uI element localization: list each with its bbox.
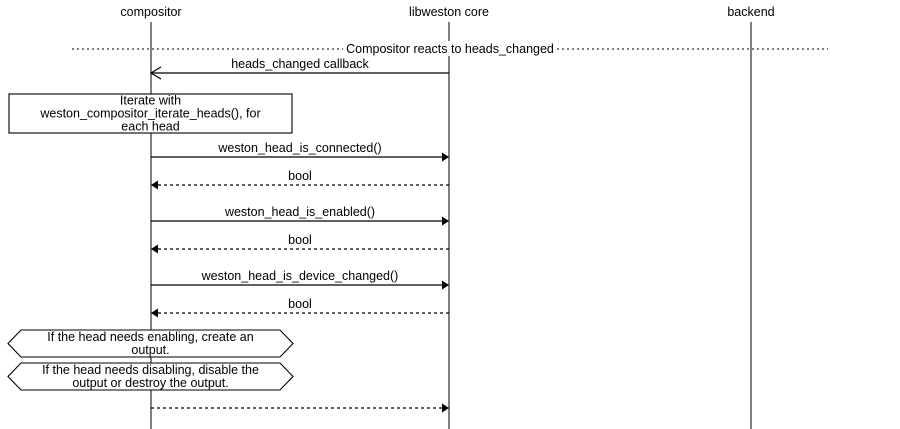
message-bool-return-enabled: bool <box>151 233 449 254</box>
message-label-weston-head-is-enabled: weston_head_is_enabled() <box>224 205 375 219</box>
participant-label-backend: backend <box>727 5 774 19</box>
notes-layer: Iterate withweston_compositor_iterate_he… <box>7 93 294 391</box>
message-label-heads-changed-callback: heads_changed callback <box>231 57 369 71</box>
message-label-bool-return-device-changed: bool <box>288 297 312 311</box>
message-label-bool-return-enabled: bool <box>288 233 312 247</box>
messages-layer: heads_changed callback weston_head_is_con… <box>149 57 449 413</box>
message-arrowhead-heads-changed-callback <box>149 66 162 80</box>
message-arrowhead-bool-return-device-changed <box>151 308 158 318</box>
message-bool-return-device-changed: bool <box>151 297 449 318</box>
message-label-weston-head-is-connected: weston_head_is_connected() <box>217 141 381 155</box>
message-bool-return-connected: bool <box>151 169 449 190</box>
note-line-enable-condition-note-0: If the head needs enabling, create an <box>47 330 253 344</box>
message-label-weston-head-is-device-changed: weston_head_is_device_changed() <box>201 269 399 283</box>
note-iterate-note: Iterate withweston_compositor_iterate_he… <box>8 93 293 134</box>
message-weston-head-is-enabled: weston_head_is_enabled() <box>151 205 449 226</box>
message-arrowhead-weston-head-is-enabled <box>442 216 449 226</box>
divider-label-background <box>343 41 557 56</box>
message-final-return <box>151 403 449 413</box>
participant-labels-layer: compositor libweston core backend <box>120 5 774 19</box>
participant-label-compositor: compositor <box>120 5 181 19</box>
message-arrowhead-bool-return-enabled <box>151 244 158 254</box>
note-shape-enable-condition-note <box>7 329 294 358</box>
participant-label-libweston-core: libweston core <box>409 5 489 19</box>
message-arrowhead-weston-head-is-device-changed <box>442 280 449 290</box>
note-line-iterate-note-0: Iterate with <box>120 94 181 108</box>
message-arrowhead-final-return <box>442 403 449 413</box>
note-line-disable-condition-note-0: If the head needs disabling, disable the <box>42 363 259 377</box>
message-heads-changed-callback: heads_changed callback <box>149 57 449 80</box>
message-label-bool-return-connected: bool <box>288 169 312 183</box>
note-line-enable-condition-note-1: output. <box>131 343 169 357</box>
message-arrowhead-bool-return-connected <box>151 180 158 190</box>
lifelines-layer <box>150 22 752 429</box>
divider-layer: Compositor reacts to heads_changed <box>72 41 828 56</box>
note-disable-condition-note: If the head needs disabling, disable the… <box>7 362 294 391</box>
note-line-disable-condition-note-1: output or destroy the output. <box>72 376 228 390</box>
divider-label: Compositor reacts to heads_changed <box>346 42 554 56</box>
message-weston-head-is-device-changed: weston_head_is_device_changed() <box>151 269 449 290</box>
note-enable-condition-note: If the head needs enabling, create anout… <box>7 329 294 358</box>
note-line-iterate-note-2: each head <box>121 120 179 134</box>
message-arrowhead-weston-head-is-connected <box>442 152 449 162</box>
note-line-iterate-note-1: weston_compositor_iterate_heads(), for <box>39 107 260 121</box>
message-weston-head-is-connected: weston_head_is_connected() <box>151 141 449 162</box>
note-shape-disable-condition-note <box>7 362 294 391</box>
note-shape-iterate-note <box>8 93 293 134</box>
